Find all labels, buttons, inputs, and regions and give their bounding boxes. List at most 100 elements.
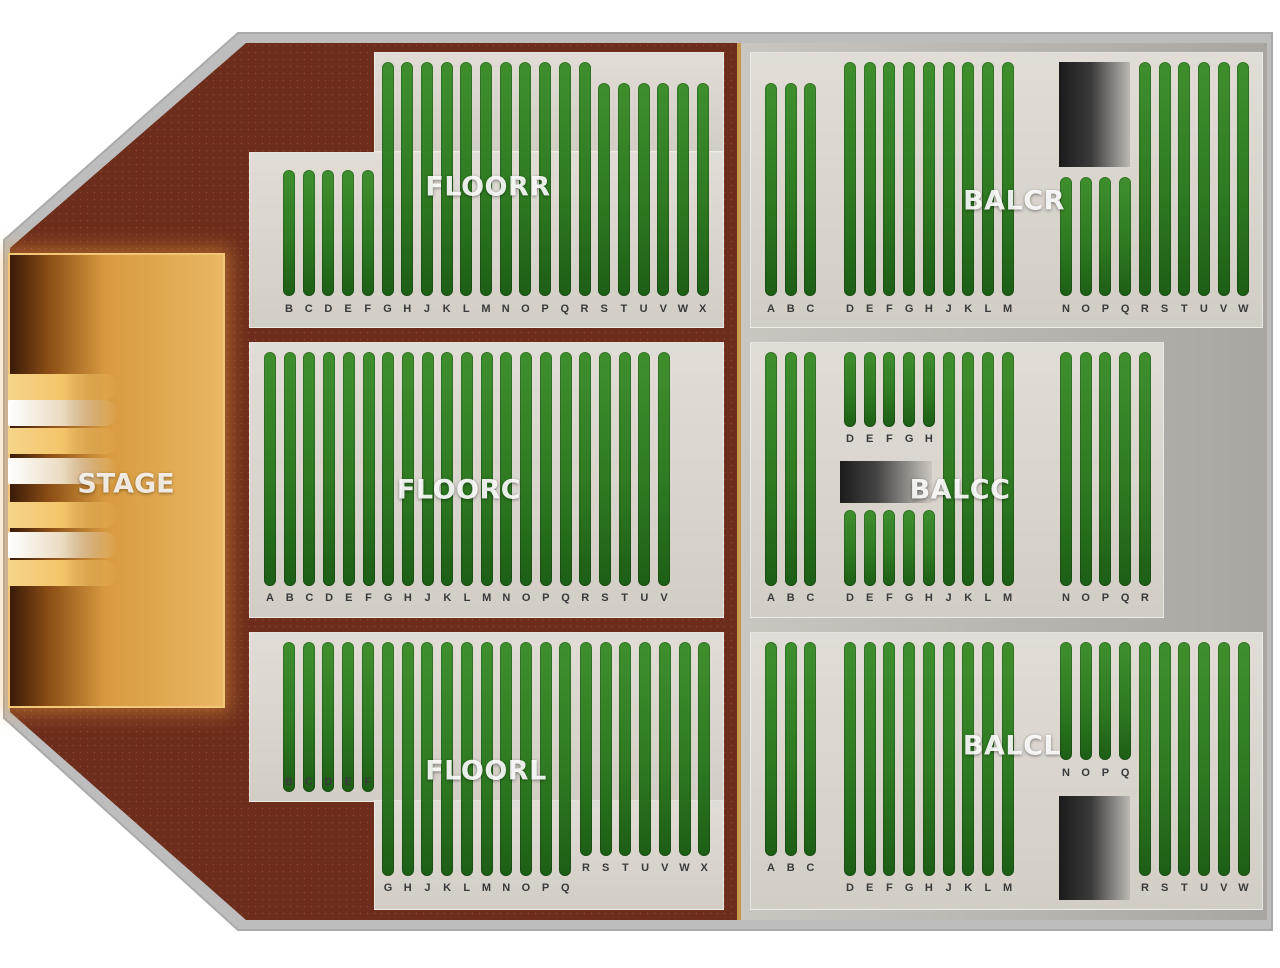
seat-row-balcl-m[interactable]	[1001, 642, 1014, 876]
seat-row-balcl-d[interactable]	[844, 642, 856, 876]
seat-row-balcr-g[interactable]	[903, 62, 916, 296]
seat-row-balcr-s[interactable]	[1158, 62, 1171, 296]
stage[interactable]	[8, 253, 225, 708]
seat-row-balcc-g[interactable]	[903, 352, 916, 427]
seat-row-balcc-f[interactable]	[883, 510, 896, 586]
seat-row-balcc-q[interactable]	[1119, 352, 1132, 586]
seat-row-balcc-d[interactable]	[844, 352, 856, 427]
seat-row-floorr-w[interactable]	[677, 83, 689, 296]
seat-row-balcl-s[interactable]	[1158, 642, 1171, 876]
section-balcc[interactable]	[750, 342, 1164, 618]
seat-row-balcr-f[interactable]	[883, 62, 896, 296]
seat-row-floorr-r[interactable]	[578, 62, 591, 296]
seat-row-floorr-u[interactable]	[637, 83, 650, 296]
seat-row-floorl-f[interactable]	[361, 642, 374, 792]
seat-row-floorl-u[interactable]	[639, 642, 652, 856]
seat-row-floorr-e[interactable]	[342, 170, 355, 296]
seat-row-balcr-h[interactable]	[922, 62, 935, 296]
seat-row-floorc-v[interactable]	[658, 352, 670, 586]
seat-row-balcl-p[interactable]	[1099, 642, 1112, 760]
seat-row-balcr-m[interactable]	[1001, 62, 1014, 296]
seat-row-floorr-t[interactable]	[617, 83, 630, 296]
seat-row-floorr-k[interactable]	[440, 62, 453, 296]
seat-row-balcr-w[interactable]	[1237, 62, 1250, 296]
seat-row-floorc-k[interactable]	[441, 352, 454, 586]
seat-row-balcc-e[interactable]	[863, 352, 876, 427]
seat-row-floorr-s[interactable]	[598, 83, 611, 296]
seat-row-balcr-v[interactable]	[1217, 62, 1230, 296]
seat-row-balcc-n[interactable]	[1060, 352, 1072, 586]
seat-row-balcc-p[interactable]	[1099, 352, 1112, 586]
seat-row-balcr-c[interactable]	[804, 83, 817, 296]
seat-row-balcc-m[interactable]	[1001, 352, 1014, 586]
seat-row-balcc-j[interactable]	[942, 352, 955, 586]
seat-row-floorr-v[interactable]	[657, 83, 670, 296]
seat-row-floorr-p[interactable]	[539, 62, 552, 296]
seat-row-floorl-l[interactable]	[460, 642, 473, 876]
seat-row-balcr-p[interactable]	[1099, 177, 1112, 296]
seat-row-balcl-a[interactable]	[765, 642, 777, 856]
seat-row-floorc-a[interactable]	[264, 352, 276, 586]
seat-row-balcl-r[interactable]	[1139, 642, 1151, 876]
seat-row-floorr-q[interactable]	[558, 62, 571, 296]
seat-row-floorr-o[interactable]	[519, 62, 532, 296]
seat-row-balcc-h[interactable]	[922, 510, 935, 586]
seat-row-balcl-v[interactable]	[1217, 642, 1230, 876]
seat-row-balcl-b[interactable]	[784, 642, 797, 856]
seat-row-floorc-n[interactable]	[500, 352, 513, 586]
seat-row-balcl-w[interactable]	[1237, 642, 1250, 876]
seat-row-balcr-a[interactable]	[765, 83, 777, 296]
seat-row-floorc-o[interactable]	[520, 352, 533, 586]
seat-row-floorl-c[interactable]	[302, 642, 315, 792]
seat-row-balcr-u[interactable]	[1197, 62, 1210, 296]
seat-row-floorr-h[interactable]	[401, 62, 414, 296]
seat-row-floorl-p[interactable]	[539, 642, 552, 876]
seat-row-floorl-w[interactable]	[678, 642, 691, 856]
seat-row-balcl-e[interactable]	[863, 642, 876, 876]
seat-row-balcl-h[interactable]	[922, 642, 935, 876]
seat-row-floorl-d[interactable]	[322, 642, 335, 792]
seat-row-floorc-d[interactable]	[323, 352, 336, 586]
seat-row-balcc-l[interactable]	[981, 352, 994, 586]
seat-row-floorl-m[interactable]	[480, 642, 493, 876]
seat-row-floorl-n[interactable]	[500, 642, 513, 876]
seat-row-floorc-r[interactable]	[579, 352, 592, 586]
seat-row-floorr-b[interactable]	[283, 170, 295, 296]
seat-row-floorc-q[interactable]	[559, 352, 572, 586]
seat-row-balcr-d[interactable]	[844, 62, 856, 296]
seat-row-balcc-c[interactable]	[804, 352, 817, 586]
seat-row-floorc-p[interactable]	[539, 352, 552, 586]
seat-row-floorl-q[interactable]	[559, 642, 572, 876]
seat-row-balcc-g[interactable]	[903, 510, 916, 586]
seat-row-balcl-k[interactable]	[962, 642, 975, 876]
seat-row-floorl-x[interactable]	[698, 642, 711, 856]
seat-row-floorl-r[interactable]	[580, 642, 592, 856]
seat-row-balcr-b[interactable]	[784, 83, 797, 296]
seat-row-balcr-k[interactable]	[962, 62, 975, 296]
seat-row-floorl-s[interactable]	[599, 642, 612, 856]
seat-row-balcl-u[interactable]	[1198, 642, 1211, 876]
seat-row-floorr-c[interactable]	[302, 170, 315, 296]
seat-row-floorr-x[interactable]	[696, 83, 709, 296]
seat-row-floorl-g[interactable]	[382, 642, 394, 876]
seat-row-balcr-j[interactable]	[942, 62, 955, 296]
seat-row-balcl-f[interactable]	[883, 642, 896, 876]
seat-row-floorc-e[interactable]	[342, 352, 355, 586]
seat-row-balcl-q[interactable]	[1119, 642, 1132, 760]
seat-row-floorc-u[interactable]	[638, 352, 651, 586]
seat-row-floorc-f[interactable]	[362, 352, 375, 586]
seat-row-balcc-a[interactable]	[765, 352, 777, 586]
seat-row-balcc-h[interactable]	[922, 352, 935, 427]
seat-row-balcc-o[interactable]	[1079, 352, 1092, 586]
seat-row-floorl-v[interactable]	[658, 642, 671, 856]
seat-row-floorl-j[interactable]	[421, 642, 434, 876]
seat-row-floorc-m[interactable]	[480, 352, 493, 586]
seat-row-floorl-o[interactable]	[519, 642, 532, 876]
seat-row-floorr-g[interactable]	[381, 62, 394, 296]
seat-row-balcl-t[interactable]	[1178, 642, 1191, 876]
seat-row-floorc-s[interactable]	[598, 352, 611, 586]
seat-row-floorr-m[interactable]	[480, 62, 492, 296]
seat-row-floorr-f[interactable]	[361, 170, 374, 296]
seat-row-floorr-n[interactable]	[499, 62, 512, 296]
seat-row-balcr-l[interactable]	[981, 62, 994, 296]
